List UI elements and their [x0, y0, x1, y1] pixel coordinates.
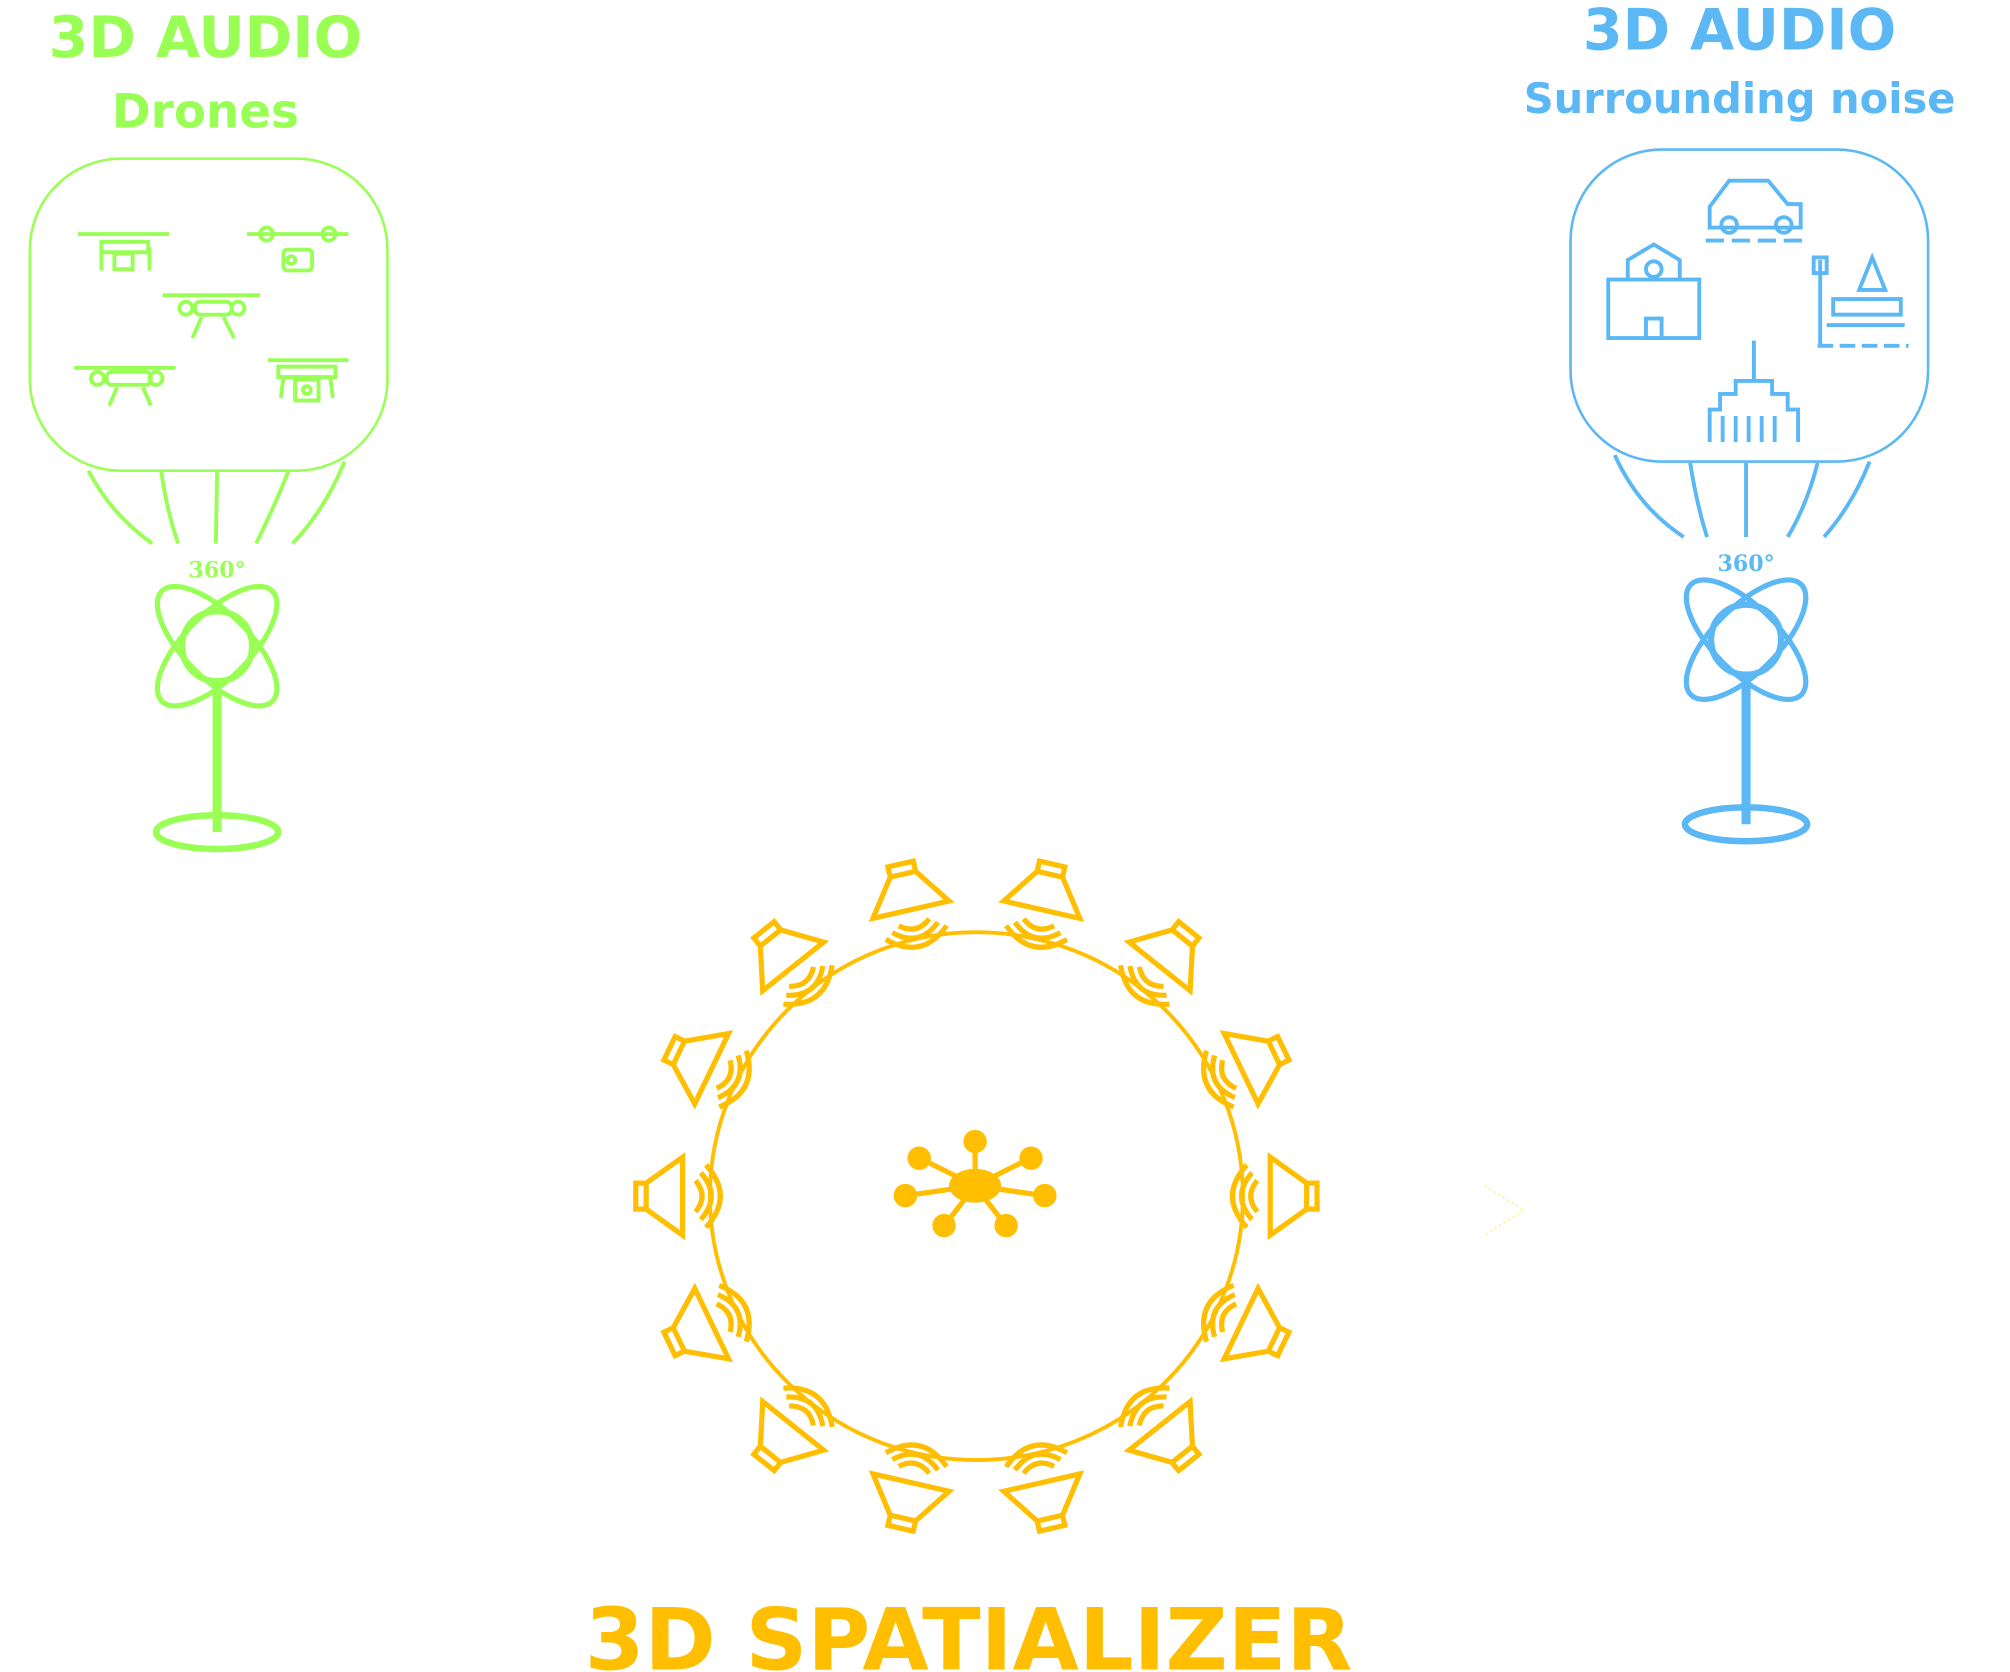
- speaker-icon: [1230, 1152, 1320, 1241]
- noise-degree-label: 360°: [1717, 551, 1774, 577]
- 360-audio-icon: [152, 583, 282, 853]
- hub-spoke: [913, 1183, 976, 1197]
- speaker-icon: [998, 858, 1085, 950]
- car-icon: [1705, 178, 1810, 243]
- spatializer: 3D SPATIALIZER: [585, 858, 1353, 1672]
- noise-subtitle: Surrounding noise: [1524, 74, 1956, 123]
- faint-triangle-icon: [1484, 1185, 1525, 1236]
- drones-title: 3D AUDIO: [49, 5, 362, 71]
- noise-title: 3D AUDIO: [1583, 0, 1896, 63]
- drone-icon: [267, 358, 349, 403]
- hub-node-icon: [963, 1129, 987, 1154]
- 360-audio-icon: [1681, 577, 1811, 845]
- drones-panel: 3D AUDIO Drones 360°: [28, 5, 389, 853]
- listener-hub-icon: [893, 1129, 1057, 1238]
- speaker-icon: [1118, 1385, 1203, 1475]
- speaker-icon: [750, 1385, 835, 1475]
- hub-spoke: [974, 1183, 1037, 1197]
- park-bench-icon: [1811, 252, 1909, 348]
- city-building-icon: [1707, 340, 1801, 443]
- drones-subtitle: Drones: [112, 85, 299, 139]
- speaker-icon: [1201, 1030, 1293, 1110]
- arrows-down: [86, 460, 347, 546]
- speaker-icon: [1118, 918, 1203, 1007]
- hub-node-icon: [907, 1146, 931, 1170]
- hub-node-icon: [1033, 1183, 1057, 1208]
- drone-icon: [247, 225, 349, 273]
- drone-icon: [162, 293, 261, 339]
- hub-spoke: [973, 1184, 1005, 1223]
- hub-spoke: [973, 1159, 1026, 1189]
- speaker-icon: [660, 1282, 752, 1363]
- hub-spoke: [925, 1159, 977, 1189]
- speaker-icon: [998, 1442, 1085, 1535]
- noise-cloud: [1569, 148, 1930, 463]
- spatializer-title: 3D SPATIALIZER: [585, 1590, 1353, 1672]
- hub-node-icon: [893, 1183, 918, 1208]
- speaker-icon: [868, 1442, 955, 1535]
- hub-node-icon: [1019, 1146, 1043, 1170]
- speaker-icon: [868, 858, 955, 950]
- drones-cloud: [28, 157, 389, 472]
- speaker-icon: [660, 1030, 752, 1110]
- school-building-icon: [1606, 242, 1702, 341]
- hub-node-icon: [994, 1213, 1018, 1238]
- drones-degree-label: 360°: [189, 557, 246, 583]
- speaker-icon: [750, 918, 835, 1007]
- drone-icon: [74, 366, 176, 407]
- speaker-icon: [633, 1152, 723, 1241]
- hub-spoke: [945, 1184, 978, 1223]
- hub-node-icon: [932, 1213, 956, 1238]
- noise-panel: 3D AUDIO Surrounding noise 360°: [1524, 0, 1956, 845]
- drone-icon: [78, 232, 170, 272]
- arrows-down: [1612, 454, 1872, 539]
- speaker-icon: [1201, 1282, 1293, 1363]
